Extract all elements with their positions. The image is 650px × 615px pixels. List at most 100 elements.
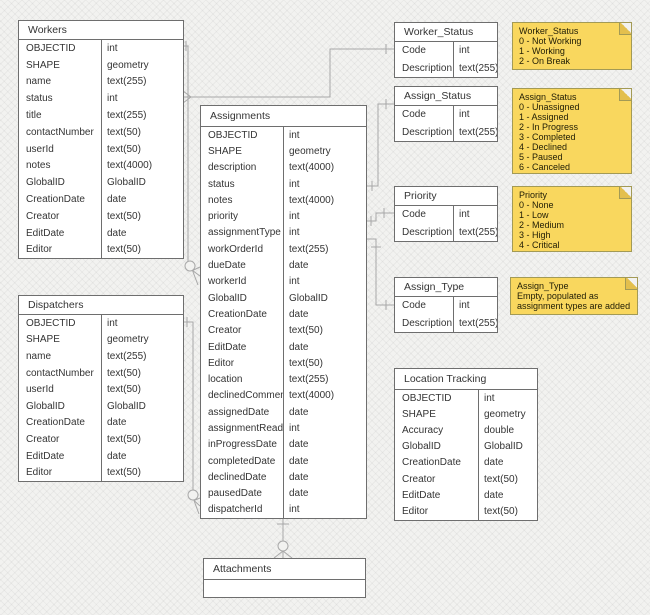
field-name: OBJECTID	[208, 129, 258, 141]
field-name: Code	[402, 109, 426, 121]
table-title[interactable]: Assignments	[201, 106, 366, 127]
field-name: SHAPE	[26, 59, 60, 71]
table-title[interactable]: Workers	[19, 21, 183, 40]
table-title[interactable]: Location Tracking	[395, 369, 537, 390]
rel-assignments-assign-type[interactable]	[367, 238, 394, 310]
table-title[interactable]: Assign_Status	[395, 87, 497, 106]
rel-workers-worker-status[interactable]	[182, 44, 394, 104]
rel-workers-assignments[interactable]	[183, 41, 201, 286]
field-type: date	[101, 447, 183, 465]
rel-assignments-attachments[interactable]	[273, 518, 293, 559]
empty-row[interactable]	[204, 580, 365, 597]
rel-dispatchers-assignments[interactable]	[183, 317, 201, 515]
table-title[interactable]: Priority	[395, 187, 497, 206]
field-type: date	[478, 487, 537, 504]
rel-assignments-priority[interactable]	[367, 208, 394, 226]
field-type: text(255)	[101, 348, 183, 365]
rel-assignments-assign-status[interactable]	[367, 99, 394, 191]
table-title[interactable]: Worker_Status	[395, 23, 497, 42]
table-title[interactable]: Attachments	[204, 559, 365, 580]
table-attachments[interactable]: Attachments	[203, 558, 366, 598]
table-title[interactable]: Dispatchers	[19, 296, 183, 315]
table-title[interactable]: Assign_Type	[395, 278, 497, 297]
field-type: GlobalID	[101, 397, 183, 415]
